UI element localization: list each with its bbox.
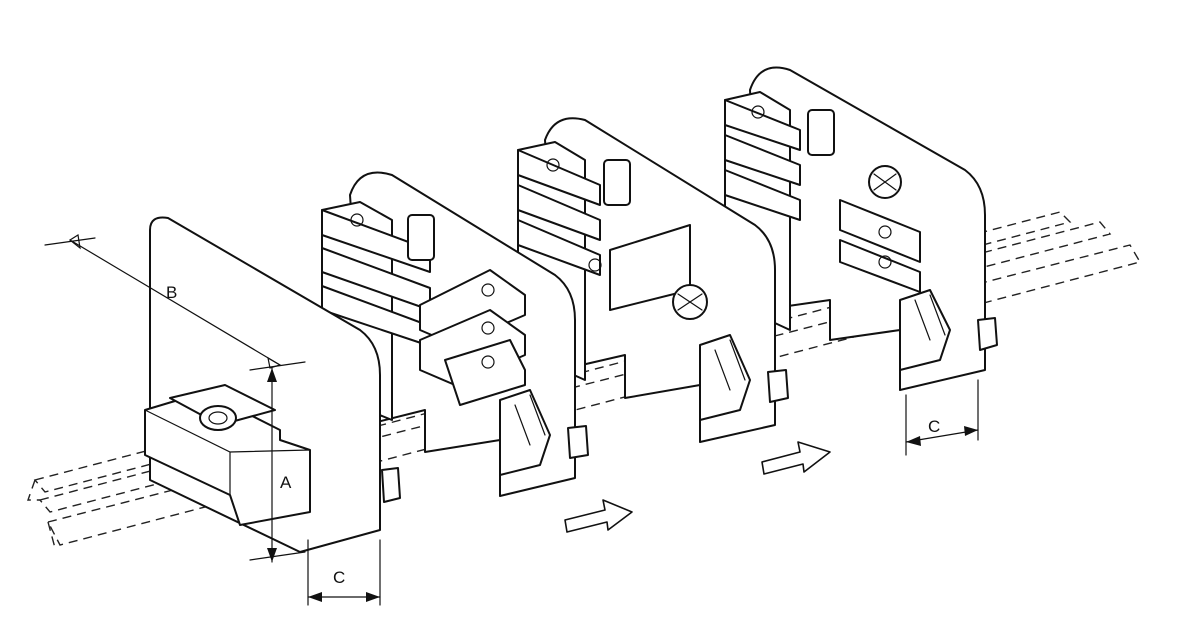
dim-c-back-label: C (928, 417, 940, 436)
end-plate (144, 216, 401, 553)
arrow-assembly-2 (761, 441, 831, 475)
dim-c-front-label: C (333, 568, 345, 587)
dimension-a: A (249, 361, 306, 563)
arrow-assembly-1 (564, 499, 633, 533)
terminal-block-back (724, 66, 998, 391)
dimension-c-back: C (905, 379, 979, 456)
dim-a-label: A (280, 473, 292, 492)
dimension-c-front: C (307, 539, 381, 606)
dim-b-label: B (166, 283, 177, 302)
